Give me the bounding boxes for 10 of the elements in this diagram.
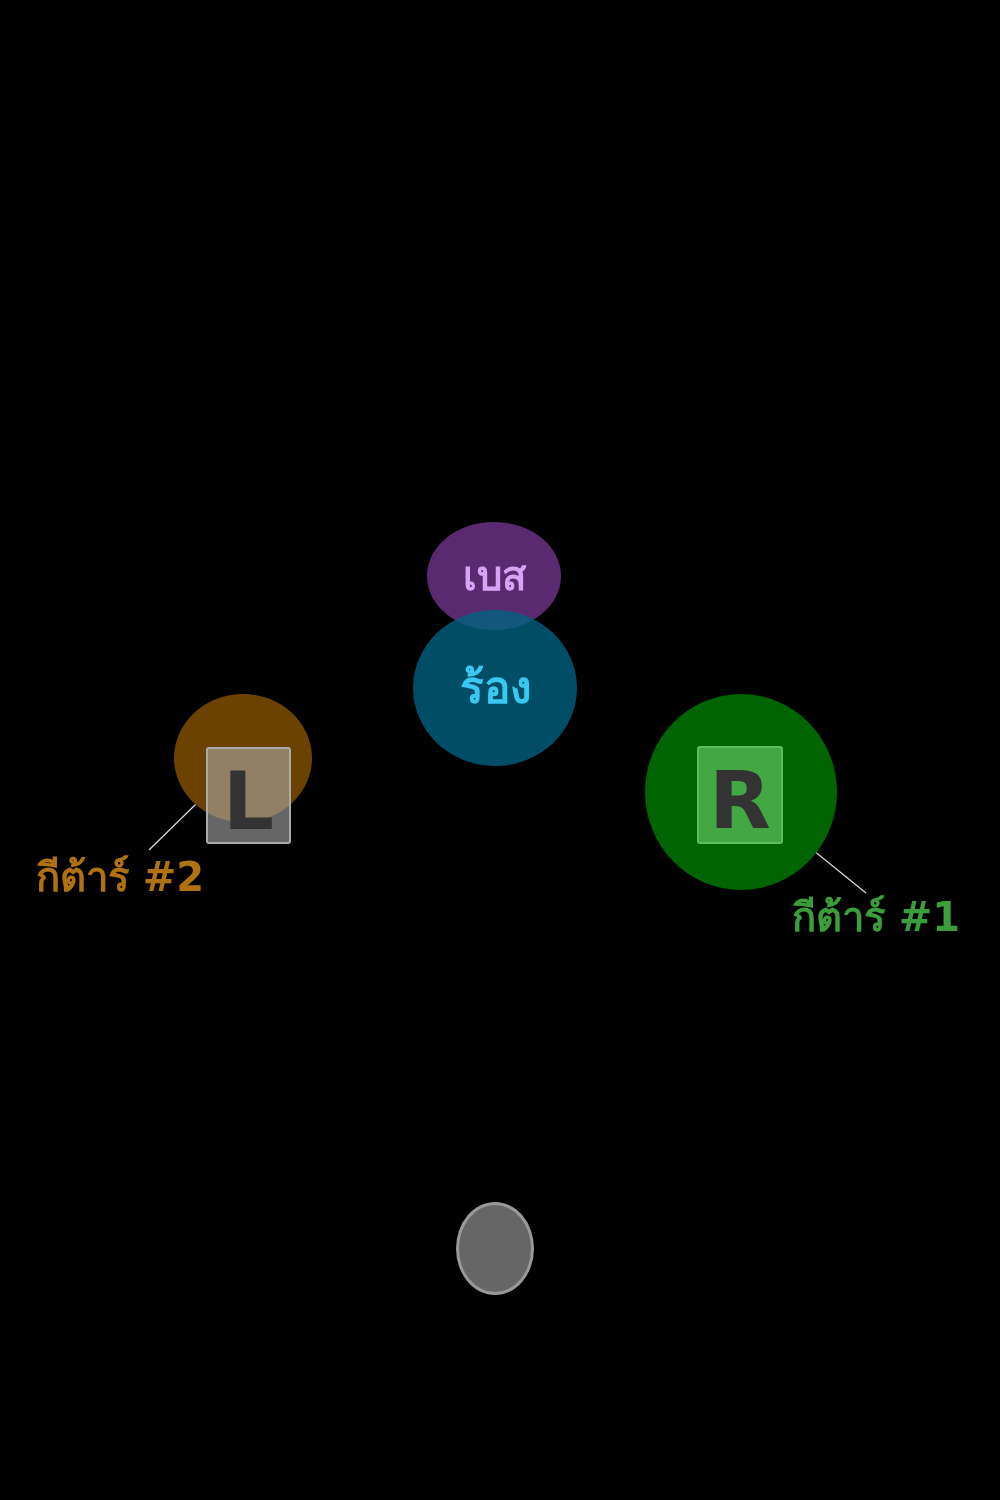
node-label: L bbox=[223, 757, 274, 846]
label-text: กีต้าร์ #2 bbox=[35, 855, 205, 899]
leader-line bbox=[148, 803, 197, 851]
square-marker bbox=[206, 747, 291, 844]
leader-line bbox=[815, 852, 867, 894]
node-label: R bbox=[709, 757, 771, 845]
node-label: ร้อง bbox=[459, 663, 531, 713]
label-text: กีต้าร์ #1 bbox=[791, 895, 961, 939]
node-label: เบส bbox=[462, 554, 526, 598]
square-marker bbox=[697, 746, 783, 844]
